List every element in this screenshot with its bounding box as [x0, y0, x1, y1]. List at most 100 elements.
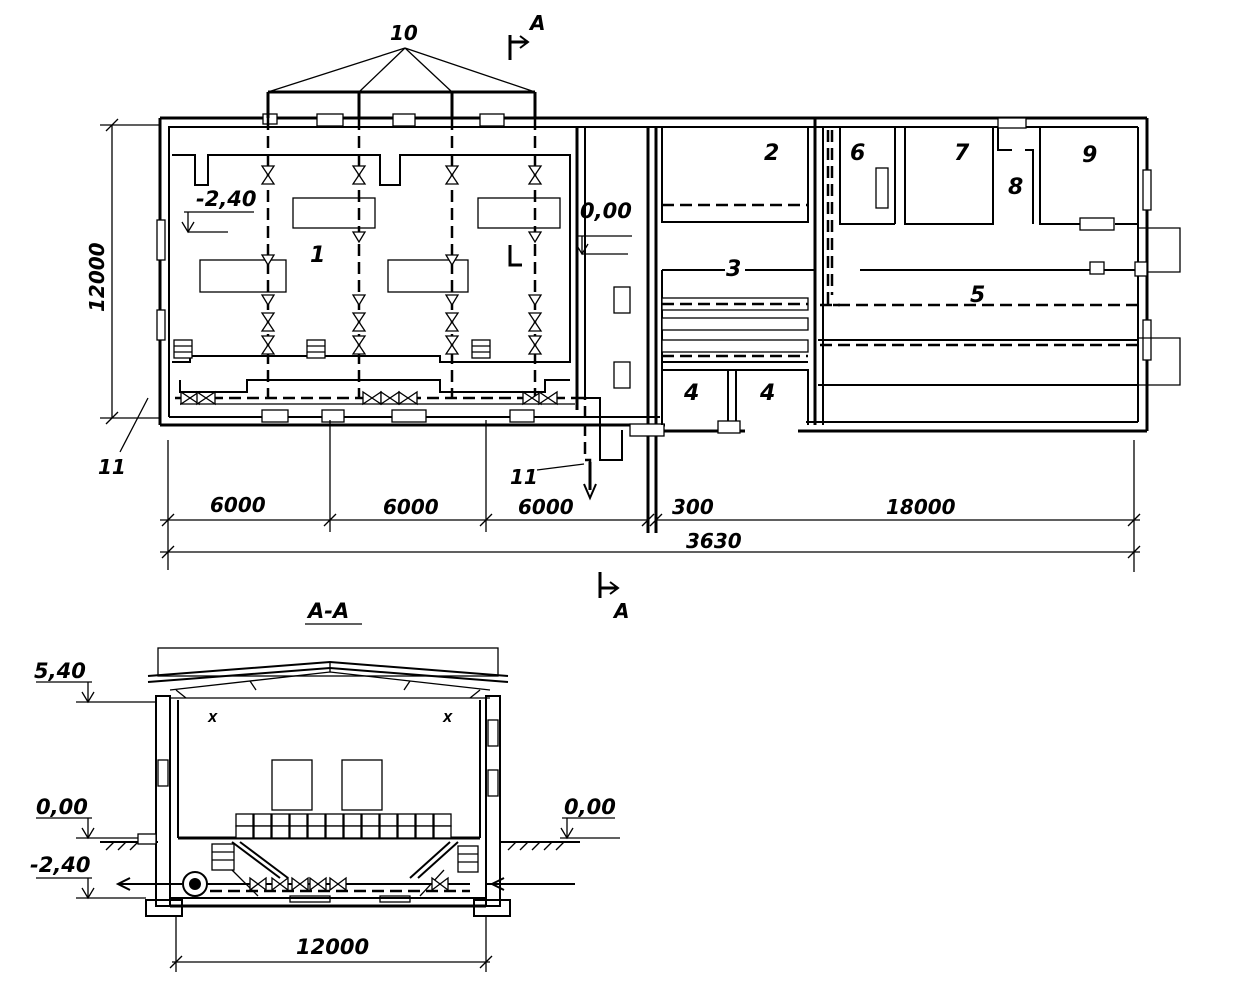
- foundation-block: [433, 825, 452, 839]
- gate-valve-icon: [527, 165, 543, 185]
- section-level-marks: [36, 681, 620, 900]
- room-label-7: 7: [954, 141, 970, 166]
- callout-leaders: [119, 47, 585, 471]
- foundation-block: [307, 825, 326, 839]
- foundation-block: [343, 813, 362, 827]
- level-entrance: 0,00: [580, 199, 632, 223]
- gate-valve-icon: [309, 876, 327, 892]
- gate-valve-icon: [260, 335, 276, 355]
- dimension-lines: [100, 118, 1141, 572]
- floor-plan: 10 11 11 А А 1 2 3 4 4 5 6 7 8 9 -2,40 0…: [85, 11, 1181, 623]
- dim-bay2: 6000: [383, 495, 439, 519]
- gate-valve-icon: [351, 165, 367, 185]
- level-floor: -2,40: [30, 853, 91, 877]
- crane-hook-right: X: [442, 711, 453, 725]
- gate-valve-icon: [380, 390, 400, 406]
- room-label-4b: 4: [759, 381, 775, 406]
- gate-valve-icon: [249, 876, 267, 892]
- room-label-1: 1: [310, 243, 325, 268]
- gate-valve-icon: [444, 312, 460, 332]
- gate-valve-icon: [260, 165, 276, 185]
- room-label-4a: 4: [683, 381, 699, 406]
- foundation-block: [415, 825, 434, 839]
- foundation-block: [271, 825, 290, 839]
- gate-valve-icon: [271, 876, 289, 892]
- section-mark-bottom: А: [612, 599, 629, 623]
- level-marks: [181, 211, 632, 256]
- gate-valve-icon: [444, 335, 460, 355]
- wall-piers: [156, 113, 1152, 423]
- foundation-block: [235, 825, 254, 839]
- foundation-block: [325, 813, 344, 827]
- check-valve-icon: [444, 294, 460, 307]
- pump-unit-2: [292, 197, 376, 229]
- check-valve-icon: [260, 294, 276, 307]
- foundation-block: [397, 813, 416, 827]
- level-roof: 5,40: [34, 659, 86, 683]
- check-valve-icon: [260, 254, 276, 267]
- foundation-block: [361, 825, 380, 839]
- gate-valve-icon: [522, 390, 542, 406]
- machine-hall: [156, 113, 1152, 423]
- dim-width: 12000: [85, 242, 109, 312]
- gate-valve-icon: [527, 335, 543, 355]
- foundation-block: [307, 813, 326, 827]
- room-label-3: 3: [726, 257, 741, 282]
- gate-valve-icon: [444, 165, 460, 185]
- gate-valve-icon: [431, 876, 449, 892]
- check-valve-icon: [351, 294, 367, 307]
- gate-valve-icon: [351, 312, 367, 332]
- gate-valve-icon: [398, 390, 418, 406]
- foundation-block: [235, 813, 254, 827]
- section-valves: [249, 876, 449, 892]
- check-valve-icon: [527, 231, 543, 244]
- dim-joint: 300: [672, 495, 714, 519]
- foundation-block: [253, 825, 272, 839]
- level-ground-right: 0,00: [564, 795, 616, 819]
- dim-bay3: 6000: [518, 495, 574, 519]
- gate-valve-icon: [351, 335, 367, 355]
- room-label-2: 2: [764, 141, 779, 166]
- foundation-block: [289, 813, 308, 827]
- callout-pipes-right: 11: [510, 465, 538, 489]
- foundation-block: [361, 813, 380, 827]
- gate-valves: [180, 165, 558, 406]
- foundation-block: [325, 825, 344, 839]
- foundation-block: [415, 813, 434, 827]
- stairs: [173, 339, 491, 359]
- foundation-block: [379, 813, 398, 827]
- foundation-block: [271, 813, 290, 827]
- level-machine-hall: -2,40: [196, 187, 257, 211]
- room-label-8: 8: [1008, 175, 1023, 200]
- gate-valve-icon: [196, 390, 216, 406]
- foundation-block: [343, 825, 362, 839]
- pump-unit-1: [199, 259, 287, 293]
- section-labels: 5,40 0,00 0,00 -2,40 12000: [30, 659, 616, 959]
- dim-bay1: 6000: [210, 493, 266, 517]
- pump-pipelines: [175, 90, 597, 501]
- room-label-5: 5: [970, 283, 985, 308]
- motor-right: [341, 759, 383, 811]
- section-dimension: [169, 916, 493, 972]
- check-valve-icon: [444, 254, 460, 267]
- gate-valve-icon: [180, 390, 200, 406]
- check-valve-icon: [527, 294, 543, 307]
- gate-valve-icon: [329, 876, 347, 892]
- crane-hook-left: X: [207, 711, 218, 725]
- pump-unit-3: [387, 259, 469, 293]
- foundation-block: [289, 825, 308, 839]
- foundation-block: [397, 825, 416, 839]
- motor-left: [271, 759, 313, 811]
- check-valve-icon: [351, 231, 367, 244]
- gate-valve-icon: [260, 312, 276, 332]
- room-label-9: 9: [1082, 143, 1097, 168]
- callout-pipes-left: 11: [98, 455, 126, 479]
- section-roof: X X: [147, 647, 509, 725]
- pump-unit-4: [477, 197, 561, 229]
- gate-valve-icon: [538, 390, 558, 406]
- callout-pumps: 10: [390, 21, 418, 45]
- room-label-6: 6: [850, 141, 865, 166]
- foundation-blocks: [235, 813, 452, 839]
- dim-annex: 18000: [886, 495, 956, 519]
